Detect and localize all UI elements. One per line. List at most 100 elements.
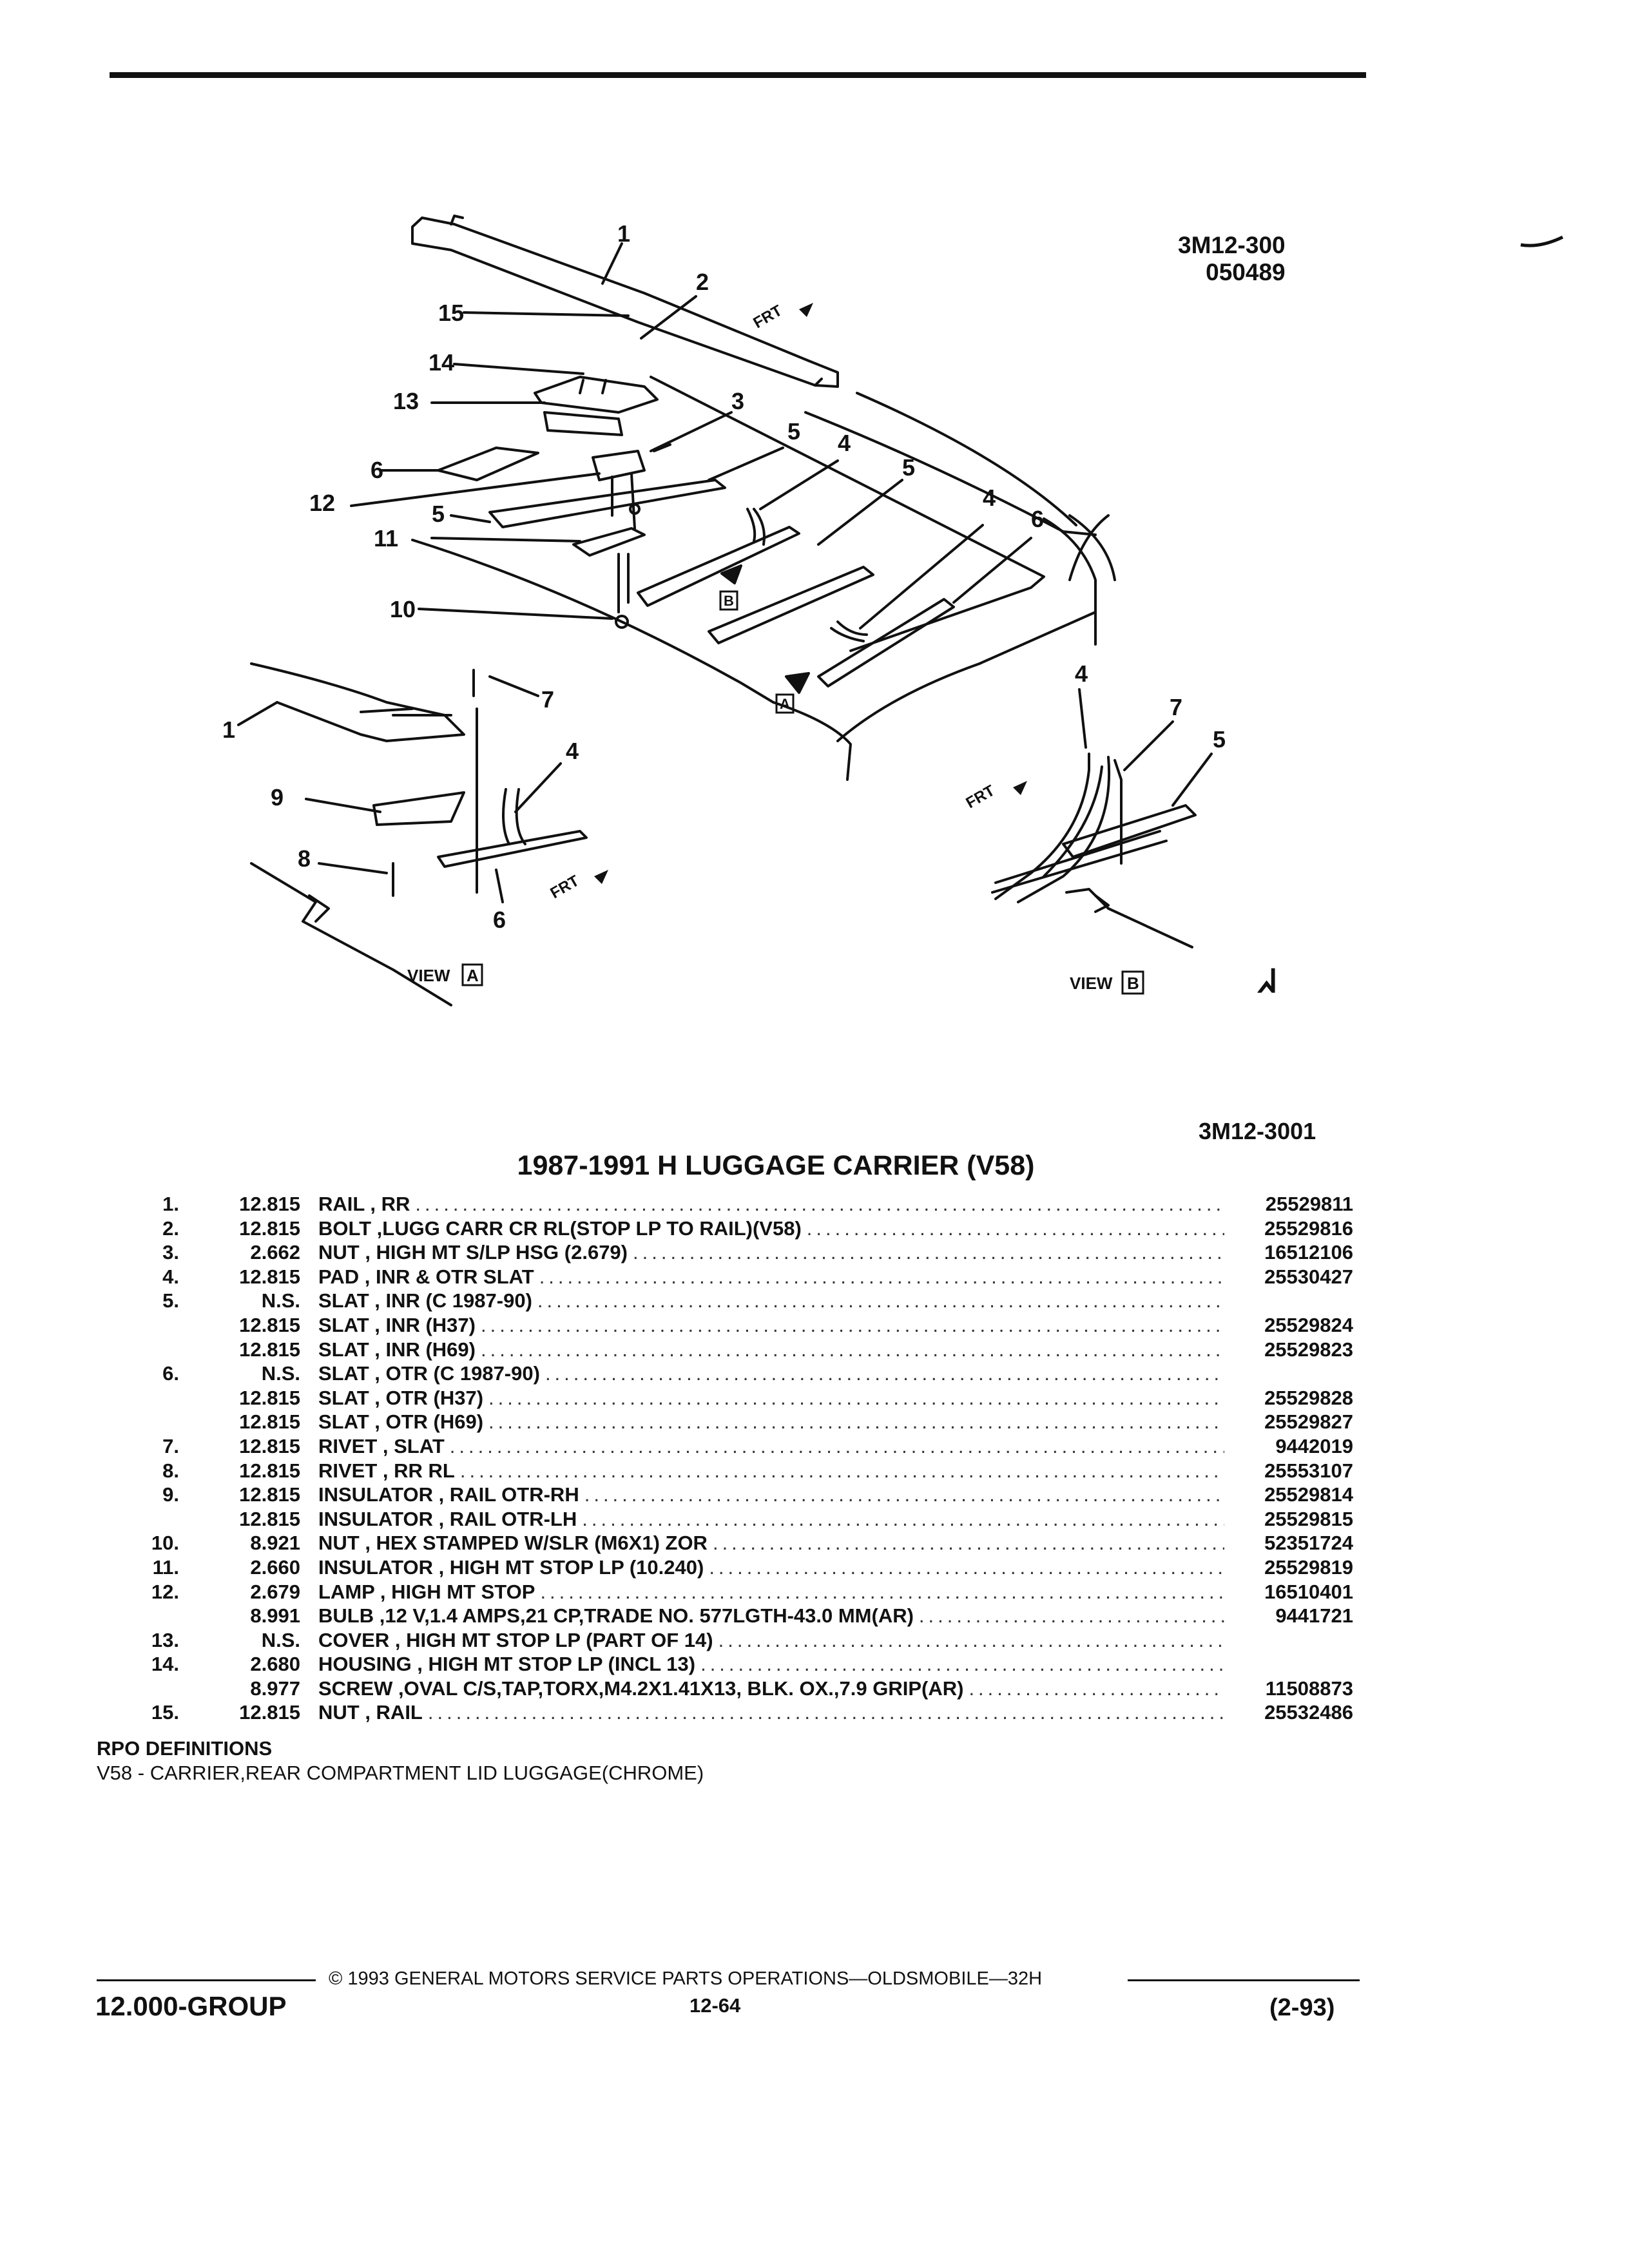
group-number: 12.815 xyxy=(239,1338,300,1361)
slat-6-right xyxy=(817,598,955,687)
part-number: 25529824 xyxy=(1264,1313,1353,1336)
rpo-definitions: RPO DEFINITIONS V58 - CARRIER,REAR COMPA… xyxy=(97,1736,704,1785)
group-number: 12.815 xyxy=(239,1434,300,1457)
figure-id-block: 3M12-300 050489 xyxy=(1178,232,1286,286)
group-number: 12.815 xyxy=(239,1386,300,1409)
footer-group: 12.000-GROUP xyxy=(95,1991,287,2021)
view-a-arrow xyxy=(785,672,810,694)
part-number: 52351724 xyxy=(1264,1532,1353,1555)
dot-leader: ........................................… xyxy=(582,1507,1224,1530)
view-b-label: VIEW xyxy=(1070,974,1113,993)
callout-4-d: 4 xyxy=(566,738,579,764)
part-description: SLAT , OTR (H37) xyxy=(318,1386,484,1409)
figure-id: 3M12-300 xyxy=(1178,232,1286,258)
part-description: SLAT , OTR (H69) xyxy=(318,1410,484,1434)
callout-14: 14 xyxy=(429,349,454,376)
dot-leader: ........................................… xyxy=(969,1677,1224,1700)
rpo-line: V58 - CARRIER,REAR COMPARTMENT LID LUGGA… xyxy=(97,1762,704,1784)
part-number: 25529823 xyxy=(1264,1338,1353,1361)
part-description: SLAT , INR (C 1987-90) xyxy=(318,1289,532,1312)
trunk-lid-outline xyxy=(411,539,852,781)
callout-2: 2 xyxy=(696,269,709,295)
view-b-pad xyxy=(994,753,1090,900)
dot-leader: ........................................… xyxy=(539,1265,1224,1288)
top-rule xyxy=(110,72,1366,78)
part-number: 25529811 xyxy=(1265,1193,1353,1215)
dot-leader: ........................................… xyxy=(718,1628,1224,1651)
dot-leader: ........................................… xyxy=(918,1604,1224,1628)
group-number: 8.921 xyxy=(250,1532,300,1555)
group-number: 8.977 xyxy=(250,1677,300,1700)
frt-label-view-a: FRT xyxy=(548,872,583,902)
part-description: SLAT , INR (H69) xyxy=(318,1338,476,1361)
group-number: 2.660 xyxy=(250,1555,300,1579)
callout-10: 10 xyxy=(390,596,416,622)
part-number: 25530427 xyxy=(1264,1265,1353,1288)
view-a-label: VIEW xyxy=(407,966,450,985)
view-b-arrow xyxy=(720,564,742,584)
part-description: INSULATOR , RAIL OTR-LH xyxy=(318,1507,577,1530)
part-description: INSULATOR , RAIL OTR-RH xyxy=(318,1483,579,1506)
frt-label-top: FRT xyxy=(751,302,786,332)
group-number: 12.815 xyxy=(239,1216,300,1240)
callout-13: 13 xyxy=(393,388,419,414)
part-description: RIVET , RR RL xyxy=(318,1459,455,1482)
group-number: 2.662 xyxy=(250,1241,300,1264)
view-a-rail xyxy=(250,662,465,742)
group-number: N.S. xyxy=(261,1628,300,1651)
view-a-box: A xyxy=(467,966,479,985)
part-number: 16510401 xyxy=(1264,1580,1353,1603)
part-number: 16512106 xyxy=(1264,1241,1353,1264)
callout-11: 11 xyxy=(374,525,398,552)
part-row: 12.815 INSULATOR , RAIL OTR-LH...........… xyxy=(129,1507,1353,1532)
slat-5-left xyxy=(488,479,726,528)
part-description: BULB ,12 V,1.4 AMPS,21 CP,TRADE NO. 577L… xyxy=(318,1604,914,1628)
group-number: 12.815 xyxy=(239,1507,300,1530)
rail-part xyxy=(411,216,839,388)
part-number: 9441721 xyxy=(1275,1604,1353,1628)
item-number: 2. xyxy=(162,1216,179,1240)
item-number: 4. xyxy=(162,1265,179,1288)
group-number: 12.815 xyxy=(239,1410,300,1434)
dot-leader: ........................................… xyxy=(633,1241,1224,1264)
part-description: HOUSING , HIGH MT STOP LP (INCL 13) xyxy=(318,1653,696,1676)
part-number: 11508873 xyxy=(1265,1677,1353,1700)
part-description: SLAT , INR (H37) xyxy=(318,1313,476,1336)
rpo-heading: RPO DEFINITIONS xyxy=(97,1737,273,1760)
dot-leader: ........................................… xyxy=(584,1483,1224,1506)
part-description: RIVET , SLAT xyxy=(318,1434,445,1457)
group-number: 12.815 xyxy=(239,1701,300,1724)
item-number: 3. xyxy=(162,1241,179,1264)
part-row: 6.N.S.SLAT , OTR (C 1987-90)............… xyxy=(129,1361,1353,1386)
callout-3: 3 xyxy=(731,388,744,414)
footer-rule-right xyxy=(1128,1979,1360,1981)
dot-leader: ........................................… xyxy=(545,1362,1224,1385)
dot-leader: ........................................… xyxy=(537,1289,1224,1312)
marker-b-box xyxy=(719,590,738,611)
dot-leader: ........................................… xyxy=(459,1459,1224,1482)
dot-leader: ........................................… xyxy=(415,1193,1224,1215)
callout-7-b: 7 xyxy=(1170,694,1182,720)
callout-1-a: 1 xyxy=(222,716,235,743)
dot-leader: ........................................… xyxy=(449,1434,1224,1457)
item-number: 6. xyxy=(162,1362,179,1385)
part-number: 25529814 xyxy=(1264,1483,1353,1506)
callout-7-a: 7 xyxy=(541,686,554,713)
item-number: 15. xyxy=(151,1701,179,1724)
item-number: 7. xyxy=(162,1434,179,1457)
dot-leader: ........................................… xyxy=(712,1532,1224,1555)
group-number: N.S. xyxy=(261,1289,300,1312)
marker-b: B xyxy=(724,593,734,609)
group-number: 12.815 xyxy=(239,1459,300,1482)
exploded-parts-diagram: 1 2 15 14 13 3 5 4 6 5 12 5 4 6 11 10 4 … xyxy=(222,215,1564,1006)
part-number: 25553107 xyxy=(1264,1459,1353,1482)
group-number: N.S. xyxy=(261,1362,300,1385)
item-number: 8. xyxy=(162,1459,179,1482)
